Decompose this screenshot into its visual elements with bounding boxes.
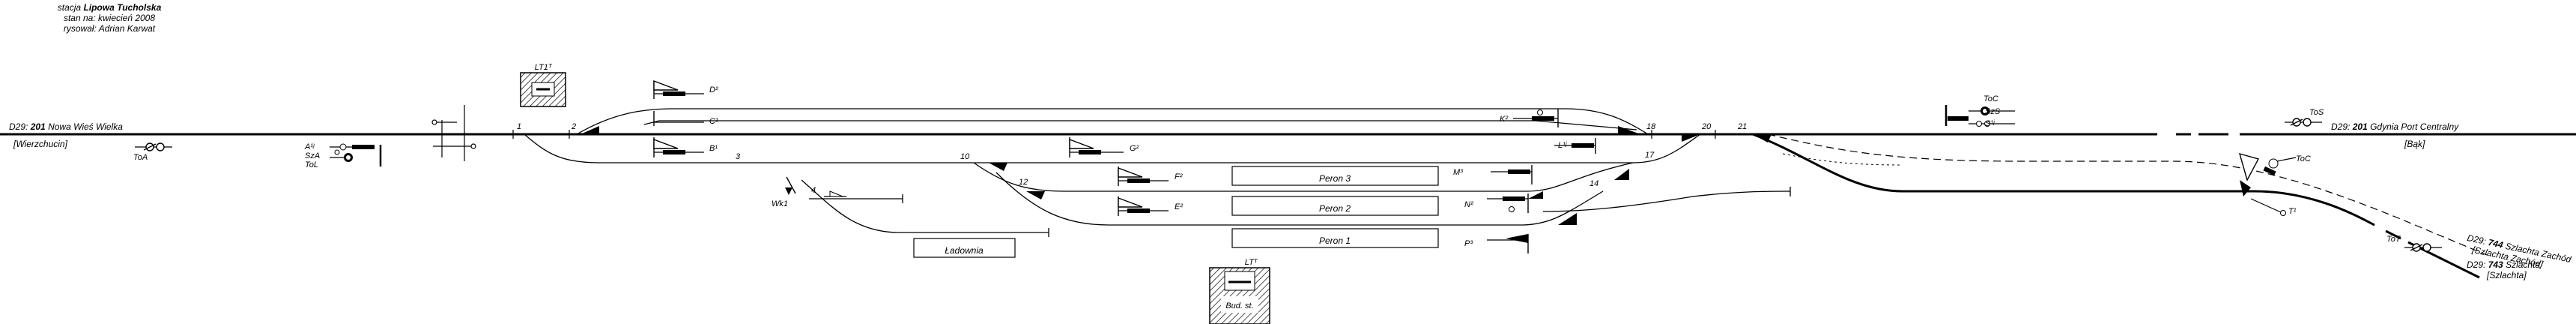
signal-p3-label: P³ bbox=[1464, 239, 1473, 248]
signal-toa-icon bbox=[135, 142, 172, 152]
author-line: rysował: Adrian Karwat bbox=[63, 23, 156, 34]
branch-track-743 bbox=[1752, 133, 2375, 226]
svg-text:D29: 201 Gdynia Po: D29: 201 Gdynia Port Centralny bbox=[2331, 122, 2459, 132]
signal-t1-label: T¹ bbox=[2288, 207, 2297, 216]
switch-4-label: 4 bbox=[811, 186, 816, 195]
platform-1-label: Peron 1 bbox=[1319, 236, 1351, 246]
signal-box-lt-label: LTᵀ bbox=[1245, 258, 1258, 267]
switch-points bbox=[581, 126, 1772, 225]
signal-t1-icon bbox=[2240, 180, 2286, 216]
signal-n2-icon bbox=[1487, 194, 1529, 213]
signal-g2-icon bbox=[1069, 137, 1124, 158]
signal-tol-label: ToL bbox=[305, 160, 318, 170]
signal-a12-icon bbox=[330, 143, 382, 166]
signal-toc-label: ToC bbox=[1983, 94, 1998, 104]
signal-box-lt1 bbox=[520, 72, 566, 107]
signal-c1-icon bbox=[653, 111, 704, 126]
track-loading bbox=[801, 179, 1049, 233]
switch-21-label: 21 bbox=[1737, 122, 1747, 131]
svg-text:D29: 743 Szlachta: D29: 743 Szlachta bbox=[2467, 260, 2540, 270]
signal-d2-label: D² bbox=[709, 86, 718, 94]
signal-szs-label: SzS bbox=[1985, 107, 2001, 116]
branch-track-744 bbox=[1767, 134, 2488, 256]
station-title: stacja Lipowa Tucholska bbox=[57, 2, 162, 13]
switch-14-label: 14 bbox=[1589, 179, 1598, 188]
signal-b1-icon bbox=[653, 137, 704, 158]
platforms bbox=[913, 166, 1439, 258]
switch-18-label: 18 bbox=[1646, 122, 1656, 131]
derailer-wk1-label: Wk1 bbox=[772, 200, 788, 208]
signal-tot-label: ToT bbox=[2386, 235, 2401, 244]
signal-b1-label: B¹ bbox=[709, 144, 718, 153]
siding-track-d bbox=[576, 108, 1649, 135]
signal-sza-label: SzA bbox=[305, 152, 320, 160]
signal-box-lt bbox=[1209, 267, 1270, 324]
signal-l12-label: L¹ʲ bbox=[1558, 141, 1568, 150]
switch-3-label: 3 bbox=[736, 152, 741, 161]
signal-k2-label: K² bbox=[1500, 115, 1508, 124]
signal-k2-icon bbox=[1513, 109, 1559, 128]
track-platform-3 bbox=[524, 134, 1701, 164]
signal-tot-icon bbox=[2404, 243, 2442, 252]
platform-3-label: Peron 3 bbox=[1319, 173, 1351, 184]
branch-743-next-station: [Szlachta] bbox=[2486, 270, 2527, 280]
switch-20-label: 20 bbox=[1701, 122, 1712, 131]
signal-m3-label: M³ bbox=[1453, 168, 1463, 177]
signal-toa-label: ToA bbox=[133, 153, 148, 162]
track-platform-2 bbox=[973, 162, 1634, 192]
west-next-station: [Wierzchucin] bbox=[13, 139, 68, 149]
switch-10-label: 10 bbox=[960, 152, 970, 161]
signal-f2-label: F² bbox=[1175, 172, 1183, 182]
switch-2-label: 2 bbox=[571, 122, 576, 131]
signal-d2-icon bbox=[653, 80, 704, 99]
signal-p3-icon bbox=[1487, 234, 1529, 254]
state-line: stan na: kwiecień 2008 bbox=[63, 13, 156, 23]
signal-tos-label: ToS bbox=[2309, 108, 2324, 117]
signal-e2-label: E² bbox=[1175, 202, 1183, 212]
signal-e2-icon bbox=[1118, 196, 1169, 216]
switch-12-label: 12 bbox=[1019, 178, 1028, 187]
signal-f2-icon bbox=[1118, 166, 1169, 186]
loading-dock-label: Ładownia bbox=[945, 245, 984, 256]
signal-m3-icon bbox=[1491, 165, 1533, 184]
svg-text:D29: 201 Nowa Wieś: D29: 201 Nowa Wieś Wielka bbox=[9, 122, 123, 132]
track-east-siding bbox=[1542, 190, 1791, 212]
signal-c1-label: C¹ bbox=[709, 117, 718, 126]
signal-box-lt1-label: LT1ᵀ bbox=[535, 63, 553, 72]
east-line-label: D29: 201 Gdynia Port Centralny [Bąk] bbox=[2331, 122, 2459, 149]
east-next-station: [Bąk] bbox=[2404, 139, 2425, 149]
station-building-label: Bud. st. bbox=[1225, 302, 1253, 310]
switch-1-label: 1 bbox=[517, 122, 521, 131]
station-header: stacja Lipowa Tucholska stan na: kwiecie… bbox=[49, 2, 169, 34]
signal-g2-label: G² bbox=[1130, 144, 1139, 153]
signal-s12-label: S¹ʲ bbox=[1985, 119, 1995, 128]
signal-s12-icon bbox=[1945, 105, 2015, 127]
boundary-marks bbox=[431, 105, 1716, 161]
signal-tos-icon bbox=[2285, 118, 2322, 127]
platform-2-label: Peron 2 bbox=[1319, 203, 1351, 214]
signal-a12-label: A¹ʲ bbox=[304, 142, 315, 152]
branch-743-label: D29: 743 Szlachta [Szlachta] bbox=[2467, 260, 2540, 280]
signal-toc2-label: ToC bbox=[2296, 154, 2311, 164]
switch-17-label: 17 bbox=[1645, 151, 1655, 160]
signal-toc2-icon bbox=[2238, 152, 2297, 182]
west-line-label: D29: 201 Nowa Wieś Wielka [Wierzchucin] bbox=[9, 122, 123, 149]
derailer-wk1-icon bbox=[785, 176, 846, 197]
signal-n2-label: N² bbox=[1464, 200, 1473, 209]
signal-l12-icon bbox=[1554, 138, 1596, 154]
